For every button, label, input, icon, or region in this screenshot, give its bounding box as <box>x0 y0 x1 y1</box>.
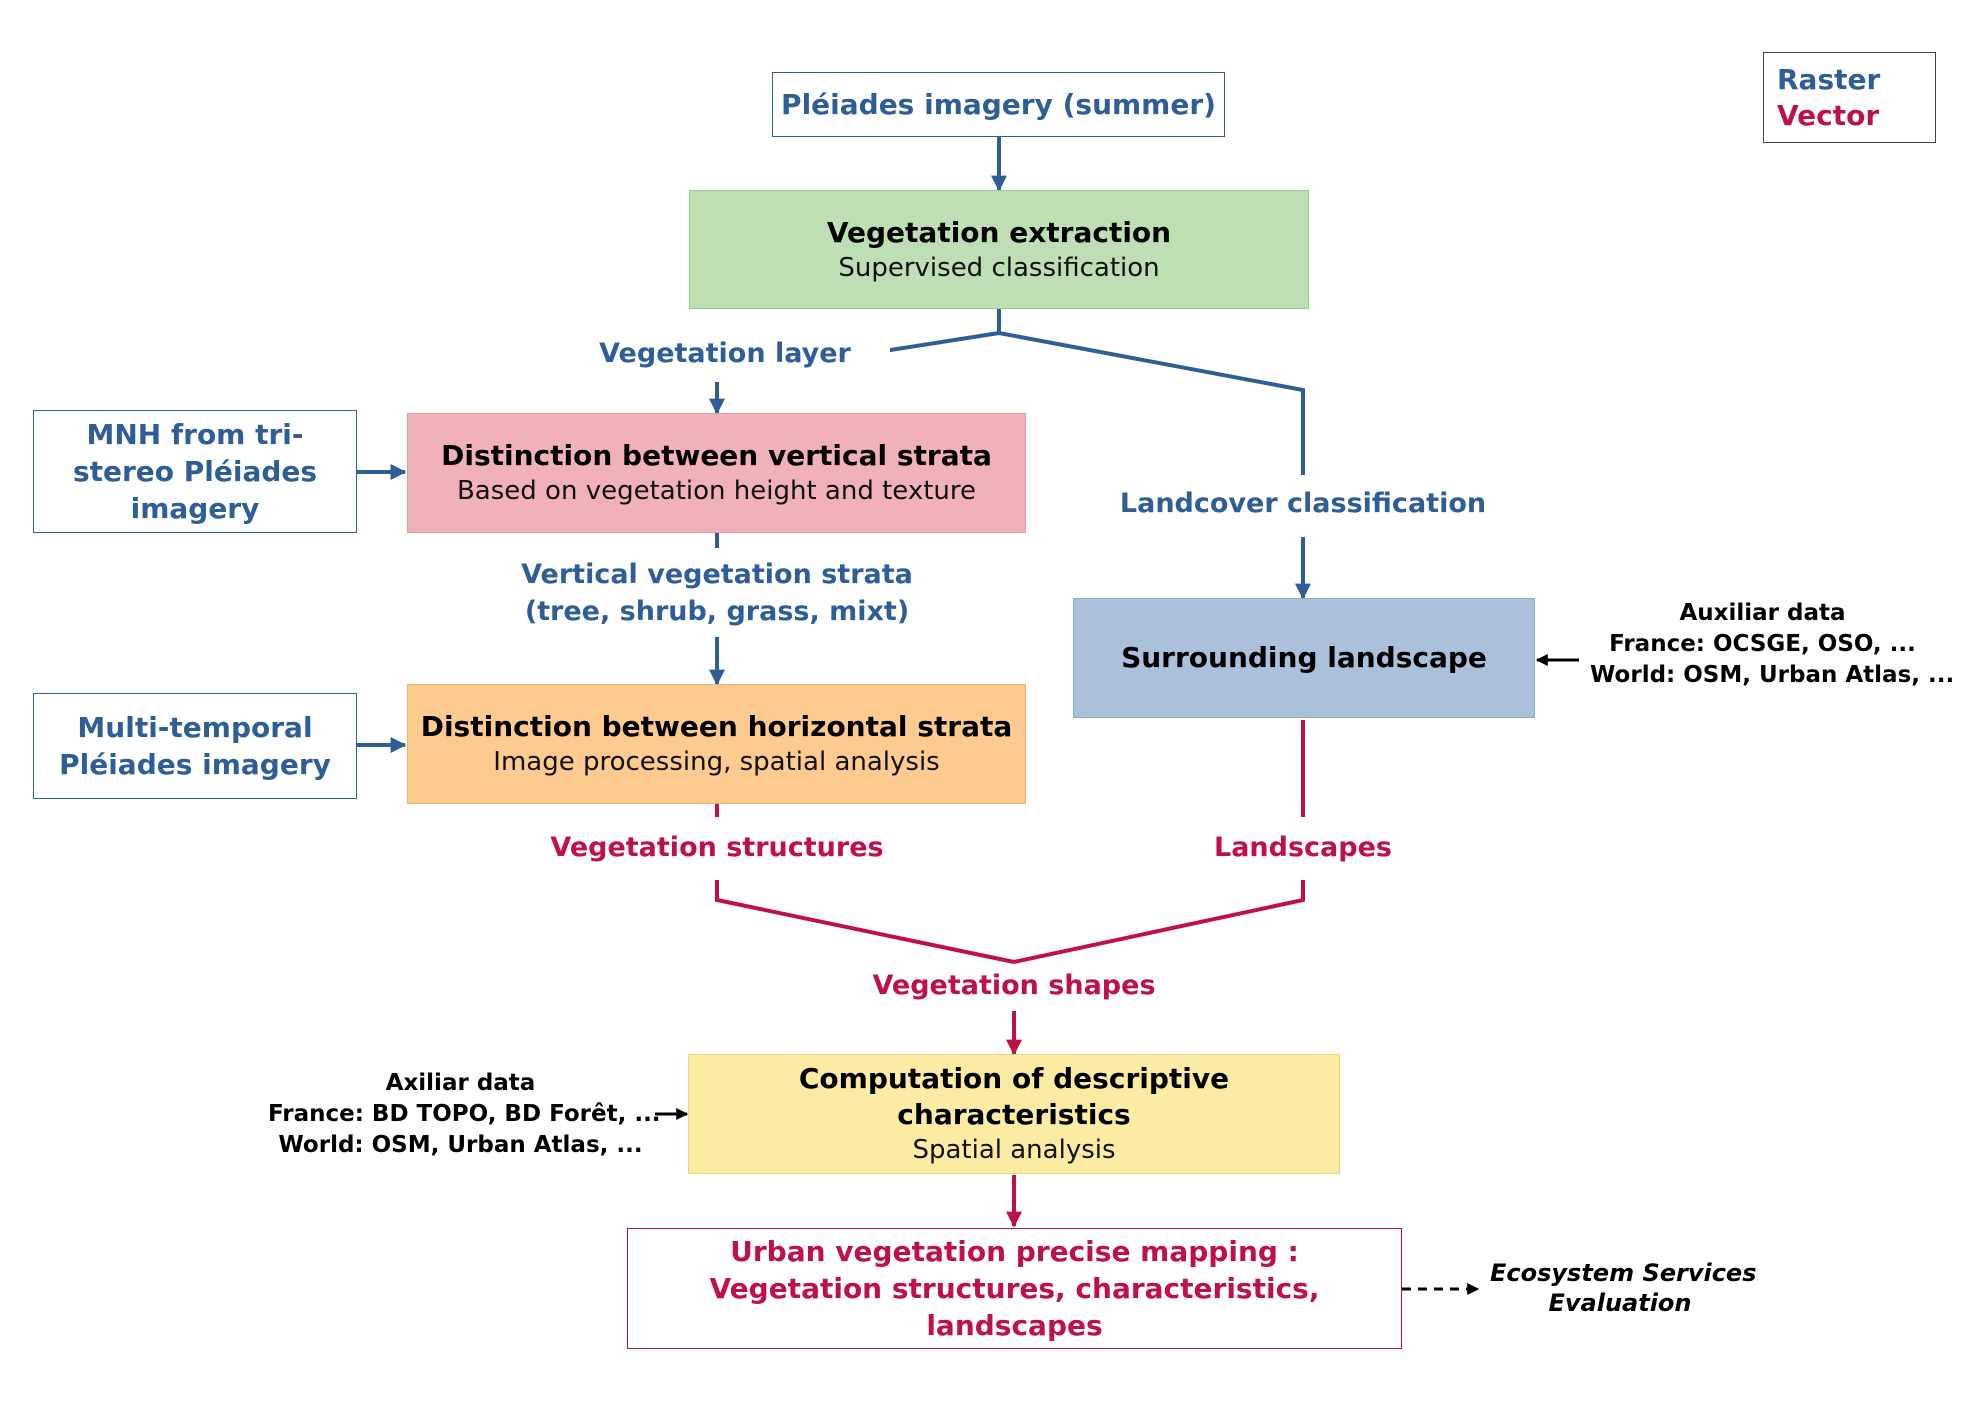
auxiliary-left-line-3: World: OSM, Urban Atlas, ... <box>278 1132 643 1158</box>
legend-box: Raster Vector <box>1763 52 1936 143</box>
auxiliary-right-line-3: World: OSM, Urban Atlas, ... <box>1590 662 1955 688</box>
step-descriptive-characteristics: Computation of descriptive characteristi… <box>688 1054 1340 1174</box>
step-vegetation-extraction-subtitle: Supervised classification <box>838 252 1160 283</box>
label-vegetation-layer: Vegetation layer <box>560 336 890 372</box>
legend-vector: Vector <box>1777 98 1880 132</box>
input-multitemporal-line-2: Pléiades imagery <box>59 748 331 781</box>
input-mnh-line-1: MNH from tri- <box>86 418 304 451</box>
step-horizontal-strata-subtitle: Image processing, spatial analysis <box>493 747 940 777</box>
step-vertical-strata-subtitle: Based on vegetation height and texture <box>456 476 977 506</box>
output-precise-mapping-line-2: Vegetation structures, characteristics, … <box>709 1272 1320 1342</box>
step-descriptive-characteristics-title: Computation of descriptive characteristi… <box>798 1062 1230 1131</box>
step-horizontal-strata-title: Distinction between horizontal strata <box>420 710 1013 743</box>
input-mnh-line-2: stereo Pléiades <box>72 455 318 488</box>
step-descriptive-characteristics-subtitle: Spatial analysis <box>912 1135 1116 1165</box>
step-horizontal-strata: Distinction between horizontal strata Im… <box>407 684 1026 804</box>
label-landcover-classification: Landcover classification <box>1119 488 1487 519</box>
auxiliary-left-line-1: Axiliar data <box>385 1070 536 1096</box>
label-vertical-strata-line-2: (tree, shrub, grass, mixt) <box>524 596 910 627</box>
input-multitemporal: Multi-temporal Pléiades imagery <box>33 693 357 799</box>
input-pleiades-summer: Pléiades imagery (summer) <box>772 72 1225 137</box>
output-precise-mapping: Urban vegetation precise mapping : Veget… <box>627 1228 1402 1349</box>
label-landscapes: Landscapes <box>1214 832 1392 863</box>
step-surrounding-landscape-title: Surrounding landscape <box>1121 641 1487 674</box>
label-vertical-strata-line-1: Vertical vegetation strata <box>521 559 913 590</box>
step-surrounding-landscape: Surrounding landscape <box>1073 598 1535 718</box>
step-vegetation-extraction: Vegetation extraction Supervised classif… <box>689 190 1309 309</box>
auxiliary-left-line-2: France: BD TOPO, BD Forêt, ... <box>268 1101 661 1127</box>
legend-raster: Raster <box>1777 62 1881 96</box>
ecosystem-services-evaluation: Ecosystem Services Evaluation <box>1490 1258 1757 1318</box>
step-vertical-strata: Distinction between vertical strata Base… <box>407 413 1026 533</box>
auxiliary-right-line-2: France: OCSGE, OSO, ... <box>1609 631 1916 657</box>
input-mnh: MNH from tri- stereo Pléiades imagery <box>33 410 357 533</box>
input-mnh-line-3: imagery <box>130 492 260 525</box>
line-structures-merge <box>715 880 1015 964</box>
auxiliary-right-line-1: Auxiliar data <box>1679 600 1846 626</box>
line-extraction-to-landcover <box>998 331 1305 475</box>
ecosystem-services-line-1: Ecosystem Services <box>1490 1259 1757 1287</box>
label-vegetation-structures: Vegetation structures <box>550 832 884 863</box>
label-vegetation-shapes: Vegetation shapes <box>872 970 1156 1001</box>
output-precise-mapping-line-1: Urban vegetation precise mapping : <box>730 1235 1299 1268</box>
step-vegetation-extraction-title: Vegetation extraction <box>826 215 1172 249</box>
ecosystem-services-line-2: Evaluation <box>1548 1289 1692 1317</box>
line-landscapes-merge <box>1013 880 1305 964</box>
input-pleiades-summer-label: Pléiades imagery (summer) <box>781 88 1216 121</box>
step-vertical-strata-title: Distinction between vertical strata <box>441 439 992 472</box>
input-multitemporal-line-1: Multi-temporal <box>77 711 313 744</box>
auxiliary-data-left: Axiliar data France: BD TOPO, BD Forêt, … <box>268 1068 661 1161</box>
auxiliary-data-right: Auxiliar data France: OCSGE, OSO, ... Wo… <box>1590 598 1955 691</box>
